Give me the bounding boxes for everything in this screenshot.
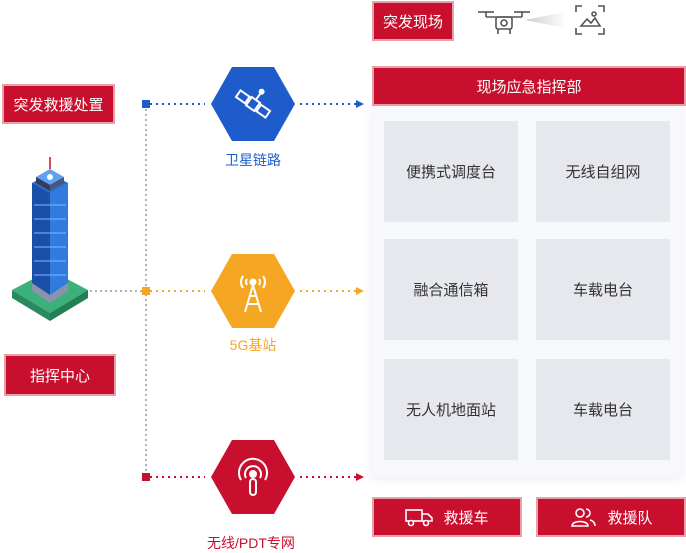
rescue-vehicle-label: 救援车 [443, 509, 489, 527]
people-icon [571, 508, 597, 527]
rescue-team-box: 救援队 [536, 497, 686, 537]
equipment-cell: 无线自组网 [536, 121, 670, 222]
equipment-cell: 融合通信箱 [384, 239, 518, 340]
truck-icon [405, 509, 434, 527]
5g-base-station-node [211, 254, 295, 328]
field-hq-title: 现场应急指挥部 [372, 66, 686, 106]
radio-network-node [211, 440, 295, 514]
link-label-pdt: 无线/PDT专网 [207, 535, 295, 551]
equipment-cell: 车载电台 [536, 359, 670, 460]
camera-beam [525, 12, 565, 28]
link-label-5g: 5G基站 [229, 337, 277, 353]
equipment-cell: 车载电台 [536, 239, 670, 340]
emergency-scene-label: 突发现场 [372, 1, 454, 41]
signal-tower-icon [240, 275, 266, 313]
command-center-label: 指挥中心 [4, 354, 116, 396]
emergency-response-label: 突发救援处置 [2, 84, 115, 124]
rescue-vehicle-box: 救援车 [372, 497, 522, 537]
satellite-icon [234, 88, 272, 119]
equipment-cell: 无人机地面站 [384, 359, 518, 460]
building-icon [12, 157, 88, 321]
drone-icon [478, 11, 530, 34]
link-label-satellite: 卫星链路 [225, 152, 281, 168]
scan-landscape-icon [575, 5, 605, 35]
rescue-team-label: 救援队 [607, 509, 653, 527]
radio-wave-icon [238, 457, 268, 496]
equipment-cell: 便携式调度台 [384, 121, 518, 222]
